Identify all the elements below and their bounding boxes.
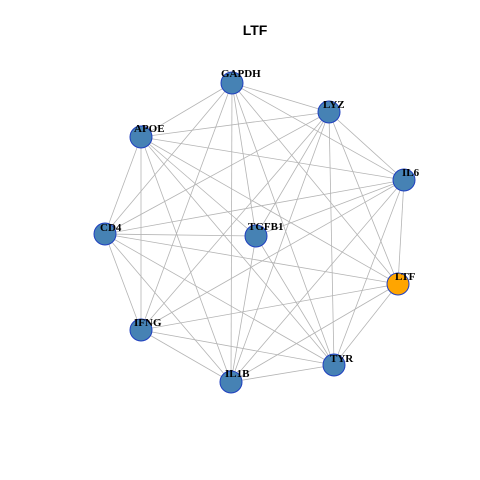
node-circle[interactable] (322, 353, 346, 377)
edge-layer (104, 82, 405, 383)
node-cd4[interactable]: CD4 (93, 222, 122, 246)
edge-gapdh-tgfb1 (231, 82, 257, 237)
node-label: LTF (395, 271, 416, 283)
edge-apoe-cd4 (104, 136, 142, 235)
edge-ltf-il1b (230, 283, 399, 383)
edge-cd4-ltf (104, 233, 399, 285)
node-circle[interactable] (129, 318, 153, 342)
node-label: TYR (330, 353, 354, 365)
edge-il6-cd4 (104, 179, 405, 235)
edge-apoe-il1b (140, 136, 232, 383)
edge-apoe-tgfb1 (140, 136, 257, 237)
edge-tyr-il1b (230, 364, 335, 383)
edge-ifng-tyr (140, 329, 335, 366)
edge-il6-tgfb1 (255, 179, 405, 237)
edge-apoe-il6 (140, 136, 405, 181)
edge-cd4-il1b (104, 233, 232, 383)
node-apoe[interactable]: APOE (129, 123, 165, 149)
node-il1b[interactable]: IL1B (219, 368, 250, 394)
edge-lyz-tyr (328, 111, 335, 366)
node-label: IL1B (225, 368, 250, 380)
edge-gapdh-il6 (231, 82, 405, 181)
node-gapdh[interactable]: GAPDH (220, 68, 261, 95)
node-label: IL6 (402, 167, 420, 179)
edge-cd4-tyr (104, 233, 335, 366)
edge-lyz-apoe (140, 111, 330, 138)
node-circle[interactable] (219, 370, 243, 394)
edge-tgfb1-il1b (230, 235, 257, 383)
edge-lyz-il6 (328, 111, 405, 181)
edge-apoe-ltf (140, 136, 399, 285)
node-circle[interactable] (244, 224, 268, 248)
node-circle[interactable] (392, 168, 416, 192)
edge-ltf-ifng (140, 283, 399, 331)
edge-gapdh-apoe (140, 82, 233, 138)
edge-lyz-tgfb1 (255, 111, 330, 237)
node-circle[interactable] (129, 125, 153, 149)
node-circle[interactable] (317, 100, 341, 124)
edge-cd4-ifng (104, 233, 142, 331)
edge-lyz-ltf (328, 111, 399, 285)
edge-gapdh-il1b (230, 82, 233, 383)
edge-il6-il1b (230, 179, 405, 383)
edge-gapdh-ltf (231, 82, 399, 285)
edge-gapdh-cd4 (104, 82, 233, 235)
node-tyr[interactable]: TYR (322, 353, 354, 377)
node-label: IFNG (134, 317, 162, 329)
edge-ifng-il1b (140, 329, 232, 383)
edge-apoe-tyr (140, 136, 335, 366)
node-ltf[interactable]: LTF (386, 271, 416, 296)
node-label: CD4 (100, 222, 122, 234)
diagram-title: LTF (243, 22, 268, 38)
edge-ltf-tyr (333, 283, 399, 366)
node-circle[interactable] (386, 272, 410, 296)
edge-il6-tyr (333, 179, 405, 366)
edge-lyz-cd4 (104, 111, 330, 235)
node-label: GAPDH (221, 68, 261, 80)
edge-gapdh-lyz (231, 82, 330, 113)
edge-il6-ifng (140, 179, 405, 331)
node-label: LYZ (323, 99, 345, 111)
node-lyz[interactable]: LYZ (317, 99, 345, 124)
node-circle[interactable] (220, 71, 244, 95)
edge-il6-ltf (397, 179, 405, 285)
edge-gapdh-ifng (140, 82, 233, 331)
node-label: APOE (134, 123, 165, 135)
edge-tgfb1-tyr (255, 235, 335, 366)
edge-lyz-ifng (140, 111, 330, 331)
node-circle[interactable] (93, 222, 117, 246)
node-label: TGFB1 (248, 221, 283, 233)
node-il6[interactable]: IL6 (392, 167, 420, 192)
edge-gapdh-tyr (231, 82, 335, 366)
edge-cd4-tgfb1 (104, 233, 257, 237)
node-ifng[interactable]: IFNG (129, 317, 162, 342)
node-tgfb1[interactable]: TGFB1 (244, 221, 283, 248)
edge-lyz-il1b (230, 111, 330, 383)
